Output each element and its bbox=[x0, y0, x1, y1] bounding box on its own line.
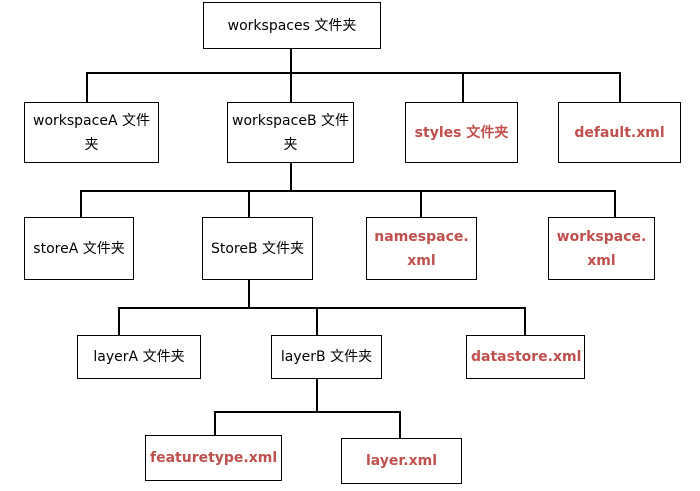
node-styles-folder: styles 文件夹 bbox=[405, 102, 518, 163]
connector-line bbox=[614, 190, 616, 217]
connector-line bbox=[619, 72, 621, 102]
node-layer-xml: layer.xml bbox=[341, 438, 462, 484]
connector-line bbox=[118, 307, 120, 335]
connector-line bbox=[524, 307, 526, 335]
node-layerB-folder: layerB 文件夹 bbox=[271, 335, 382, 379]
node-workspace-xml: workspace.xml bbox=[548, 217, 655, 280]
node-featuretype-xml: featuretype.xml bbox=[145, 435, 282, 481]
connector-line bbox=[420, 190, 422, 217]
connector-line bbox=[214, 411, 401, 413]
connector-line bbox=[316, 307, 318, 335]
node-label: layer.xml bbox=[365, 453, 438, 469]
node-label: namespace.xml bbox=[374, 228, 469, 269]
connector-line bbox=[248, 280, 250, 308]
node-label: workspaceB 文件夹 bbox=[232, 112, 350, 153]
node-label: layerA 文件夹 bbox=[93, 349, 185, 365]
node-storeB-folder: StoreB 文件夹 bbox=[202, 217, 313, 280]
connector-line bbox=[290, 48, 292, 73]
connector-line bbox=[118, 307, 526, 309]
node-label: datastore.xml bbox=[471, 349, 582, 365]
connector-line bbox=[462, 72, 464, 102]
connector-line bbox=[86, 72, 620, 74]
node-workspaceA-folder: workspaceA 文件夹 bbox=[24, 102, 159, 163]
connector-line bbox=[316, 379, 318, 412]
connector-line bbox=[290, 72, 292, 102]
connector-line bbox=[80, 190, 615, 192]
node-workspaceB-folder: workspaceB 文件夹 bbox=[227, 102, 354, 163]
node-label: default.xml bbox=[574, 124, 665, 141]
connector-line bbox=[86, 72, 88, 102]
node-label: featuretype.xml bbox=[150, 450, 278, 466]
node-label: workspaceA 文件夹 bbox=[33, 112, 150, 153]
connector-line bbox=[248, 190, 250, 217]
node-default-xml: default.xml bbox=[558, 102, 681, 163]
node-label: workspaces 文件夹 bbox=[227, 17, 357, 34]
connector-line bbox=[399, 411, 401, 438]
connector-line bbox=[214, 411, 216, 435]
node-label: storeA 文件夹 bbox=[33, 240, 125, 257]
node-label: workspace.xml bbox=[556, 228, 647, 269]
node-label: layerB 文件夹 bbox=[280, 349, 373, 365]
node-namespace-xml: namespace.xml bbox=[366, 217, 477, 280]
connector-line bbox=[80, 190, 82, 217]
node-layerA-folder: layerA 文件夹 bbox=[77, 335, 201, 379]
node-datastore-xml: datastore.xml bbox=[466, 335, 585, 379]
node-storeA-folder: storeA 文件夹 bbox=[24, 217, 134, 280]
node-workspaces-folder: workspaces 文件夹 bbox=[203, 2, 381, 49]
connector-line bbox=[290, 162, 292, 191]
node-label: StoreB 文件夹 bbox=[210, 240, 305, 257]
node-label: styles 文件夹 bbox=[414, 124, 509, 141]
